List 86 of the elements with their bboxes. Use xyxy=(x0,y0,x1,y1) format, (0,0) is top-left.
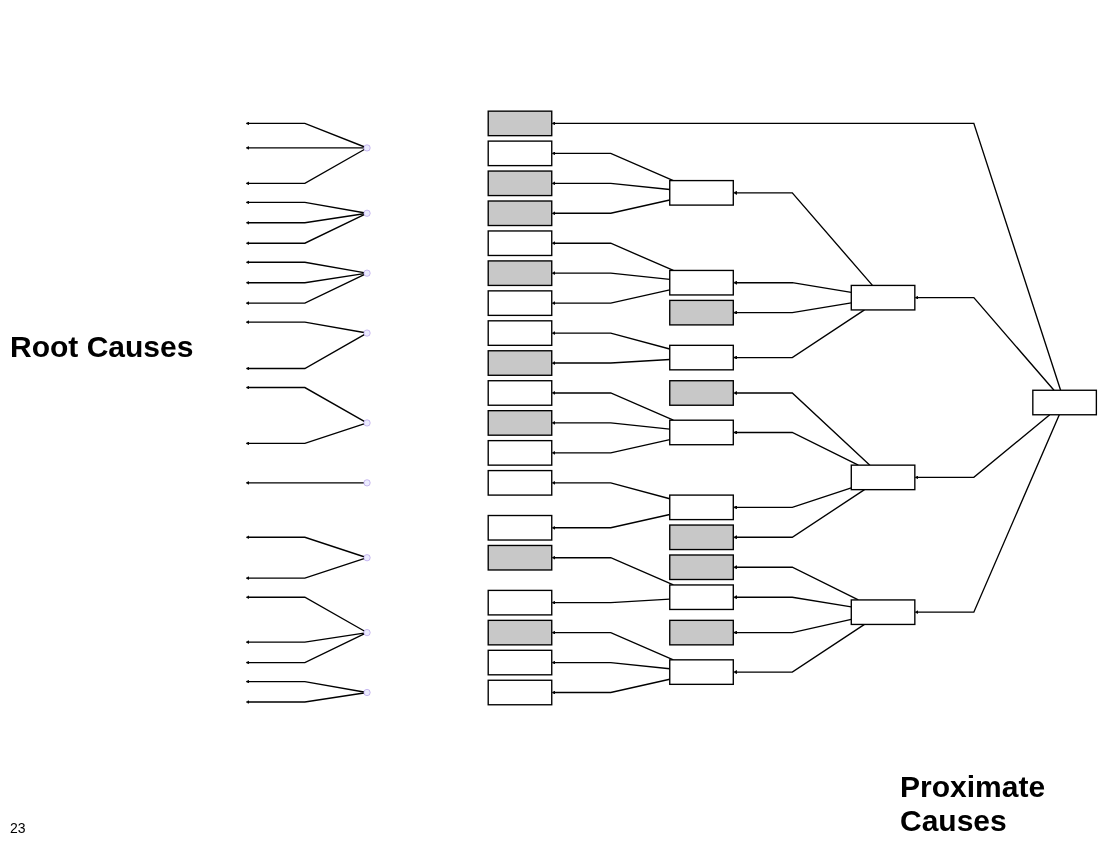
node-point xyxy=(363,144,371,152)
node-point xyxy=(363,479,371,487)
node-box xyxy=(487,230,553,257)
node-box xyxy=(669,554,734,581)
node-box xyxy=(487,350,553,376)
node-box xyxy=(487,679,553,706)
arrow xyxy=(245,633,365,665)
arrow xyxy=(733,488,866,540)
arrow xyxy=(551,121,1062,391)
arrow xyxy=(245,480,365,485)
arrow xyxy=(245,260,365,274)
arrow xyxy=(551,391,675,421)
arrow xyxy=(733,618,852,635)
node-box xyxy=(487,469,553,496)
arrow xyxy=(245,333,365,371)
node-box xyxy=(669,419,734,446)
node-box xyxy=(487,544,553,571)
node-box xyxy=(669,659,734,685)
arrow xyxy=(245,423,365,446)
node-box xyxy=(669,619,734,646)
arrow xyxy=(245,320,365,334)
arrow xyxy=(245,121,365,148)
arrow xyxy=(733,280,852,294)
arrow xyxy=(245,272,365,285)
page-number: 23 xyxy=(10,820,26,836)
node-box xyxy=(487,649,553,676)
node-box xyxy=(669,584,734,611)
node-box xyxy=(669,380,734,406)
node-point xyxy=(363,689,371,696)
heading-label: Proximate Causes xyxy=(900,770,1047,838)
node-box xyxy=(669,299,734,326)
node-point xyxy=(363,554,371,562)
node-box xyxy=(487,170,553,197)
node-box xyxy=(487,410,553,436)
arrow xyxy=(245,148,365,186)
heading-label: Root Causes xyxy=(10,330,194,364)
node-point xyxy=(363,329,371,337)
arrow xyxy=(245,595,365,632)
arrow xyxy=(733,565,859,601)
node-point xyxy=(363,269,371,277)
arrow xyxy=(733,487,852,510)
arrow xyxy=(733,430,859,466)
arrow xyxy=(245,200,365,214)
arrow xyxy=(245,213,365,225)
arrow xyxy=(245,692,365,705)
node-point xyxy=(363,629,371,636)
node-box xyxy=(487,439,553,466)
node-box xyxy=(669,269,734,296)
arrow xyxy=(914,295,1055,391)
node-box xyxy=(850,284,916,311)
node-box xyxy=(669,179,734,206)
arrow xyxy=(551,241,675,272)
node-box xyxy=(487,260,553,287)
arrow xyxy=(245,535,365,558)
node-box xyxy=(1032,389,1098,416)
node-box xyxy=(669,494,734,521)
node-box xyxy=(487,140,553,167)
node-box xyxy=(487,514,553,541)
arrow xyxy=(733,391,871,466)
arrow xyxy=(245,558,365,581)
node-box xyxy=(487,619,553,646)
arrow xyxy=(245,273,365,306)
node-box xyxy=(669,344,734,371)
arrow xyxy=(733,309,866,360)
arrow xyxy=(733,190,874,287)
arrow xyxy=(245,145,365,150)
arrow xyxy=(245,385,365,423)
arrow xyxy=(733,595,852,608)
arrow xyxy=(914,414,1051,480)
node-point xyxy=(363,419,371,427)
node-box xyxy=(850,599,916,626)
arrow xyxy=(914,414,1060,615)
node-box xyxy=(669,524,734,551)
node-box xyxy=(487,290,553,317)
node-box xyxy=(487,320,553,346)
node-box xyxy=(850,464,916,491)
node-box xyxy=(487,380,553,406)
node-box xyxy=(487,589,553,616)
arrow xyxy=(733,623,866,675)
arrow xyxy=(245,679,365,693)
arrow xyxy=(245,632,365,645)
node-box xyxy=(487,200,553,227)
arrow xyxy=(245,213,365,246)
arrow xyxy=(733,302,852,315)
node-point xyxy=(363,209,371,217)
node-box xyxy=(487,110,553,137)
